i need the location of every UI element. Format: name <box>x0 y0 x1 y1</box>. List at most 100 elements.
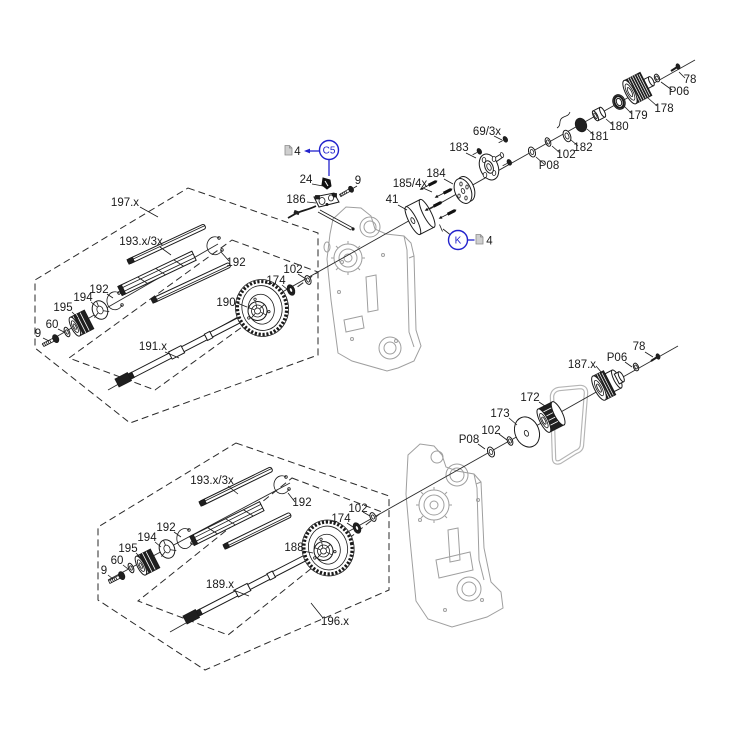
roller-195-lower <box>134 548 161 576</box>
upper-machine-frame <box>323 206 422 372</box>
label-p08-lower: P08 <box>459 434 479 446</box>
label-183: 183 <box>449 142 468 154</box>
lock-washer-60-lower <box>127 562 135 574</box>
washer-194-upper <box>91 300 110 320</box>
disc-184 <box>453 176 476 204</box>
label-195-lower: 195 <box>118 543 137 555</box>
circlip-192-lower-left <box>176 528 193 549</box>
label-9-bracket: 9 <box>355 175 361 187</box>
labels-bracket-group: 186 24 9 <box>286 174 361 206</box>
label-187x: 187.x <box>568 359 596 371</box>
labels-lower-axis: P08 102 173 172 187.x P06 78 <box>459 341 646 446</box>
bushing-180 <box>591 106 607 122</box>
label-179: 179 <box>628 110 647 122</box>
thrust-washer-174-lower <box>352 522 362 534</box>
lock-washer-60-upper <box>63 326 71 338</box>
guide-rails-lower <box>189 466 292 550</box>
frame-gear-icon <box>333 243 363 273</box>
labels-lower-assembly: 196.x 193.x/3x 192 102 174 188 192 194 1… <box>101 475 368 628</box>
document-icon <box>284 145 293 156</box>
label-196x: 196.x <box>321 616 349 628</box>
label-p06-upper: P06 <box>669 86 689 98</box>
label-69-3x: 69/3x <box>473 126 501 138</box>
label-41: 41 <box>386 194 399 206</box>
callout-c5-label: C5 <box>323 146 336 157</box>
label-102-upper-axis: 102 <box>556 149 575 161</box>
cylinder-41 <box>404 198 436 236</box>
leader-lines <box>42 71 686 619</box>
screw-9-upper <box>41 334 60 347</box>
guide-rails-upper <box>117 223 231 304</box>
label-174-lower: 174 <box>331 513 351 525</box>
screw-9-lower <box>107 571 126 584</box>
upper-assembly-inner-boundary <box>67 239 320 391</box>
label-9-lower: 9 <box>101 565 107 577</box>
label-174-upper: 174 <box>266 275 286 287</box>
lower-machine-frame <box>405 443 504 628</box>
ring-179 <box>612 94 626 110</box>
label-194-upper: 194 <box>73 292 93 304</box>
label-192-upper-left: 192 <box>89 284 108 296</box>
label-78-upper: 78 <box>684 74 697 86</box>
bearing-181 <box>574 117 588 133</box>
label-192-upper-right: 192 <box>226 257 245 269</box>
page-ref-k-number: 4 <box>486 236 493 248</box>
label-102-lower-axis: 102 <box>481 425 500 437</box>
label-p08-upper: P08 <box>539 160 559 172</box>
pulley-172 <box>536 401 566 433</box>
roller-195-upper <box>68 309 95 337</box>
disc-173 <box>513 416 541 448</box>
axis-break-mark <box>556 111 571 129</box>
washer-p06-lower <box>632 362 640 372</box>
shim-102-upper-box <box>304 275 312 285</box>
label-190: 190 <box>216 297 235 309</box>
thrust-washer-174-upper <box>286 284 296 296</box>
washer-182 <box>562 129 572 143</box>
circlip-192-lower-right <box>273 475 290 495</box>
lower-assembly-inner-boundary <box>137 477 383 636</box>
label-181: 181 <box>589 131 608 143</box>
circlip-192-upper-left <box>106 291 123 311</box>
gear-178 <box>622 71 655 105</box>
page-ref-c5[interactable]: 4 <box>284 145 301 159</box>
label-60-lower: 60 <box>111 555 124 567</box>
washer-p08-lower <box>486 446 496 458</box>
label-192-lower-left: 192 <box>156 522 175 534</box>
shaft-189x <box>182 550 318 625</box>
page-ref-k[interactable]: 4 <box>475 234 493 248</box>
label-24: 24 <box>300 174 313 186</box>
label-184: 184 <box>426 168 446 180</box>
arrow-left-icon <box>304 148 310 154</box>
bracket-186-group <box>287 177 355 231</box>
label-186: 186 <box>286 194 305 206</box>
screws-69 <box>472 136 512 167</box>
label-189x: 189.x <box>206 579 234 591</box>
pins-185 <box>419 180 457 219</box>
callout-k[interactable]: K <box>439 224 475 251</box>
label-9-upper: 9 <box>35 328 41 340</box>
lower-assembly-boundary <box>97 442 390 671</box>
drive-belt <box>549 384 589 465</box>
label-178: 178 <box>654 103 673 115</box>
callout-c5[interactable]: C5 <box>304 139 340 177</box>
washer-194-lower <box>158 539 177 559</box>
label-78-lower: 78 <box>633 341 646 353</box>
upper-assembly-boundary <box>34 187 319 424</box>
label-188: 188 <box>284 542 303 554</box>
label-102-upper-box: 102 <box>283 264 302 276</box>
document-icon <box>475 234 484 245</box>
shim-102-lower-axis <box>506 436 514 446</box>
page-ref-c5-number: 4 <box>294 146 301 158</box>
flange-183 <box>478 152 505 181</box>
label-173: 173 <box>490 408 509 420</box>
callout-k-label: K <box>455 236 462 247</box>
circlip-192-upper-right <box>206 236 223 256</box>
label-193x-lower: 193.x/3x <box>190 475 234 487</box>
labels-upper-assembly: 197.x 193.x/3x 192 102 174 190 192 194 1… <box>35 197 303 353</box>
screw-9-bracket <box>339 185 354 198</box>
label-182: 182 <box>573 142 592 154</box>
washer-p06-upper <box>653 73 661 83</box>
shim-102-lower-box <box>369 512 377 522</box>
pin-78-upper <box>670 63 681 72</box>
